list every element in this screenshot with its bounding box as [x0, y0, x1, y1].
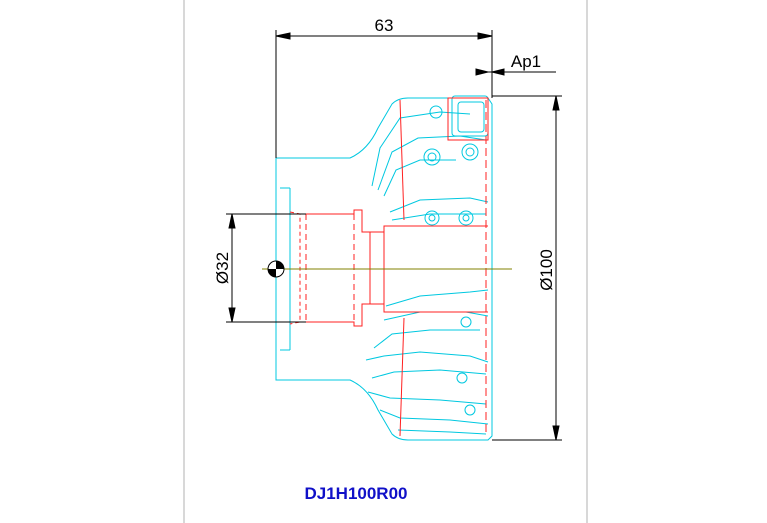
dimension-lines — [226, 30, 562, 441]
dimension-length-label: 63 — [375, 16, 394, 35]
center-mark — [267, 260, 285, 278]
dimension-ap-label: Ap1 — [511, 52, 541, 71]
dimension-bore-label: Ø32 — [213, 252, 232, 284]
bore-section — [289, 97, 489, 437]
dimension-diameter-label: Ø100 — [537, 249, 556, 291]
page-frame — [183, 0, 588, 523]
model-code: DJ1H100R00 — [304, 484, 407, 503]
